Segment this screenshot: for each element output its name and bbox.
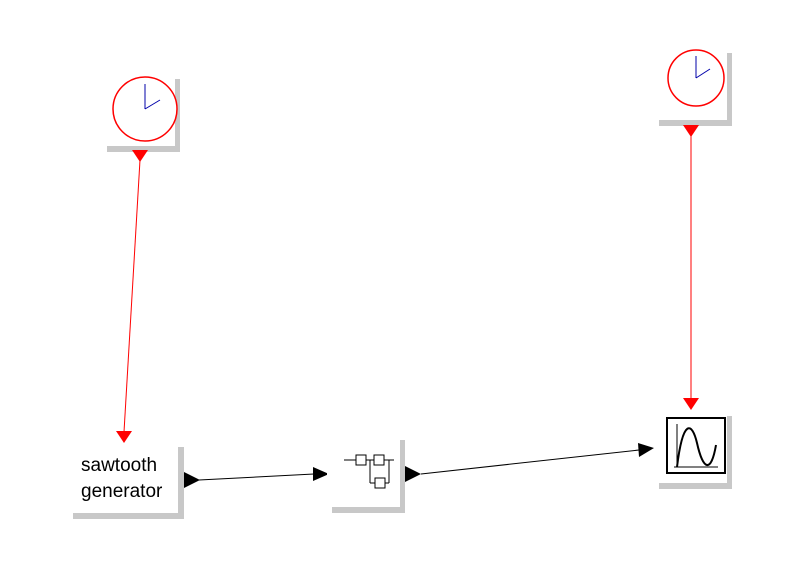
block-face [67,441,178,513]
link-arrowhead [313,467,329,481]
clock-block-right[interactable] [654,47,732,137]
link-superblock-to-scope[interactable] [420,443,654,475]
output-port[interactable] [184,472,200,488]
link-arrowhead [638,443,654,457]
superblock[interactable] [327,434,421,513]
activation-input-port[interactable] [116,431,132,443]
scope-block[interactable] [654,398,732,489]
block-label-line1: sawtooth [81,455,157,476]
output-port[interactable] [405,466,421,482]
clock-icon [112,76,178,142]
subsystem-icon [344,454,394,489]
scope-sine-icon [666,417,726,474]
block-label-line2: generator [81,481,163,502]
clock-block-left[interactable] [102,73,180,162]
link-sawtooth-to-superblock[interactable] [198,467,329,481]
clock-icon [667,49,725,107]
activation-input-port[interactable] [683,398,699,410]
link-clock-left-to-sawtooth[interactable] [123,159,141,433]
activation-output-port[interactable] [683,125,699,137]
block-face [327,434,400,507]
sawtooth-generator-block[interactable]: sawtooth generator [67,431,200,519]
activation-output-port[interactable] [132,150,148,162]
